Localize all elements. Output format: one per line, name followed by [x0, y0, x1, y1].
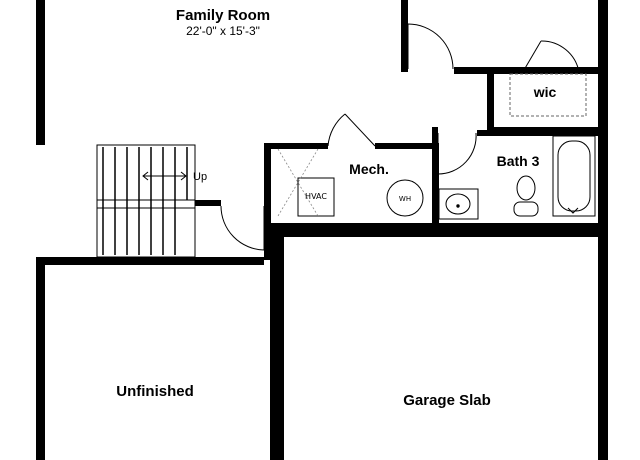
door-bath-swing — [437, 132, 477, 175]
wall-garage-top — [264, 223, 608, 237]
room-label-unfinished: Unfinished — [116, 383, 194, 400]
room-label-family-room: Family Room — [176, 7, 270, 24]
wall-bath-top-left — [432, 127, 438, 149]
wall-left-upper — [36, 0, 45, 145]
room-dimensions-family-room: 22'-0" x 15'-3" — [186, 24, 260, 38]
wall-stair-landing — [181, 200, 221, 206]
wall-bath-top-right — [477, 130, 598, 136]
door-wic-swing — [540, 40, 580, 73]
toilet-icon — [513, 175, 539, 217]
room-label-mech: Mech. — [349, 161, 389, 177]
walls — [36, 0, 608, 460]
room-label-garage-slab: Garage Slab — [403, 392, 491, 409]
wall-garage-left — [270, 223, 284, 460]
bathtub-basin — [557, 140, 591, 212]
bath-fixtures — [438, 135, 596, 220]
wall-upper-room-bottom — [454, 67, 598, 74]
wall-mech-left — [264, 143, 271, 260]
bathtub-icon — [552, 135, 596, 217]
stair-direction-arrow — [142, 171, 187, 181]
water-heater-label: WH — [399, 195, 411, 203]
room-label-bath: Bath 3 — [497, 153, 540, 169]
wic-shelving — [509, 73, 587, 117]
room-label-wic: wic — [533, 84, 557, 100]
door-mech-leaf — [344, 113, 376, 147]
stairs-up-label: Up — [193, 171, 207, 183]
hvac-hatch — [277, 148, 319, 217]
sink-icon — [445, 193, 471, 215]
stair-handrail — [96, 199, 196, 209]
doors — [220, 23, 598, 251]
wall-upper-room-left — [401, 0, 408, 72]
door-bedroom-swing — [407, 23, 454, 70]
wall-mech-top-right — [375, 143, 435, 149]
wall-mech-top-left — [264, 143, 328, 149]
hvac-unit — [277, 148, 335, 217]
stair-treads — [102, 147, 188, 255]
bath-vanity — [438, 188, 479, 220]
door-wic-leaf — [523, 40, 542, 71]
wall-mech-bath — [432, 143, 439, 230]
door-mech-swing — [327, 113, 346, 147]
wall-stair-bottom — [36, 257, 264, 265]
wall-left-lower — [36, 262, 45, 460]
hvac-label: HVAC — [305, 192, 327, 201]
wall-wic-left — [487, 67, 494, 133]
water-heater-icon — [386, 179, 424, 217]
staircase — [96, 144, 196, 258]
door-stair-swing — [220, 205, 265, 251]
